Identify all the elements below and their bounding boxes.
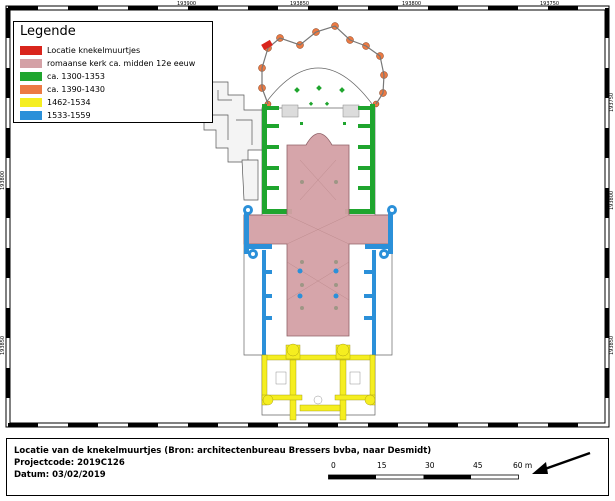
scale-label: 60 m [513, 461, 533, 470]
scale-label: 30 [425, 461, 435, 470]
transept-blue [243, 205, 397, 355]
transept-node [251, 252, 255, 256]
legend-swatch [20, 97, 42, 107]
choir-dots-green [294, 85, 346, 125]
legend-swatch [20, 71, 42, 81]
adjacent-buildings [203, 81, 263, 201]
legend-label: romaanse kerk ca. midden 12e eeuw [47, 58, 196, 68]
scale-bar [328, 474, 519, 480]
transept-node [382, 252, 386, 256]
legend-box: Legende Locatie knekelmuurtjes romaanse … [13, 21, 213, 123]
legend-swatch [20, 45, 42, 55]
romanesque-church [243, 133, 393, 337]
grid-right-label: 193850 [609, 336, 615, 355]
scale-label: 0 [331, 461, 336, 470]
legend-item-1300-1353: ca. 1300-1353 [20, 70, 206, 82]
legend-swatch [20, 110, 42, 120]
choir-tombs [281, 104, 360, 118]
title-block: Locatie van de knekelmuurtjes (Bron: arc… [6, 438, 609, 496]
knekelmuurtjes-marker [261, 39, 273, 51]
transept-node [390, 208, 394, 212]
scale-label: 45 [473, 461, 483, 470]
grid-top-label: 193750 [540, 1, 559, 7]
map-date: Datum: 03/02/2019 [14, 470, 106, 480]
romanesque-vaulting [286, 159, 350, 301]
grid-left-label: 193800 [0, 171, 6, 190]
grid-top-label: 193800 [402, 1, 421, 7]
apse-orange [258, 22, 388, 108]
legend-item-1533-1559: 1533-1559 [20, 109, 206, 121]
grid-top-label: 193900 [177, 1, 196, 7]
legend-item-1462-1534: 1462-1534 [20, 96, 206, 108]
project-code: Projectcode: 2019C126 [14, 458, 125, 468]
legend-title: Legende [20, 24, 76, 39]
legend-item-1390-1430: ca. 1390-1430 [20, 83, 206, 95]
west-end-detail [275, 371, 361, 405]
romanesque-pillars [300, 180, 338, 310]
map-graticule-frame [6, 6, 609, 427]
legend-swatch [20, 58, 42, 68]
grid-right-label: 193800 [609, 191, 615, 210]
legend-label: ca. 1390-1430 [47, 84, 105, 94]
map-frame: 193900 193850 193800 193750 193900 19385… [0, 1, 615, 428]
grid-right-label: 193750 [609, 93, 615, 112]
church-floor-plan [203, 22, 397, 421]
legend-label: 1462-1534 [47, 97, 91, 107]
choir-walls-green [262, 104, 375, 214]
map-title: Locatie van de knekelmuurtjes (Bron: arc… [14, 446, 432, 456]
legend-label: ca. 1300-1353 [47, 71, 105, 81]
transept-node [246, 208, 250, 212]
west-end-yellow [261, 343, 376, 421]
legend-item-knekelmuurtjes: Locatie knekelmuurtjes [20, 44, 206, 56]
legend-swatch [20, 84, 42, 94]
scale-label: 15 [377, 461, 387, 470]
grid-left-label: 193850 [0, 336, 6, 355]
apse-walls [261, 25, 385, 105]
legend-item-romaanse-kerk: romaanse kerk ca. midden 12e eeuw [20, 57, 206, 69]
legend-label: 1533-1559 [47, 110, 91, 120]
grid-top-label: 193850 [290, 1, 309, 7]
legend-label: Locatie knekelmuurtjes [47, 45, 141, 55]
north-arrow-icon [532, 451, 591, 474]
